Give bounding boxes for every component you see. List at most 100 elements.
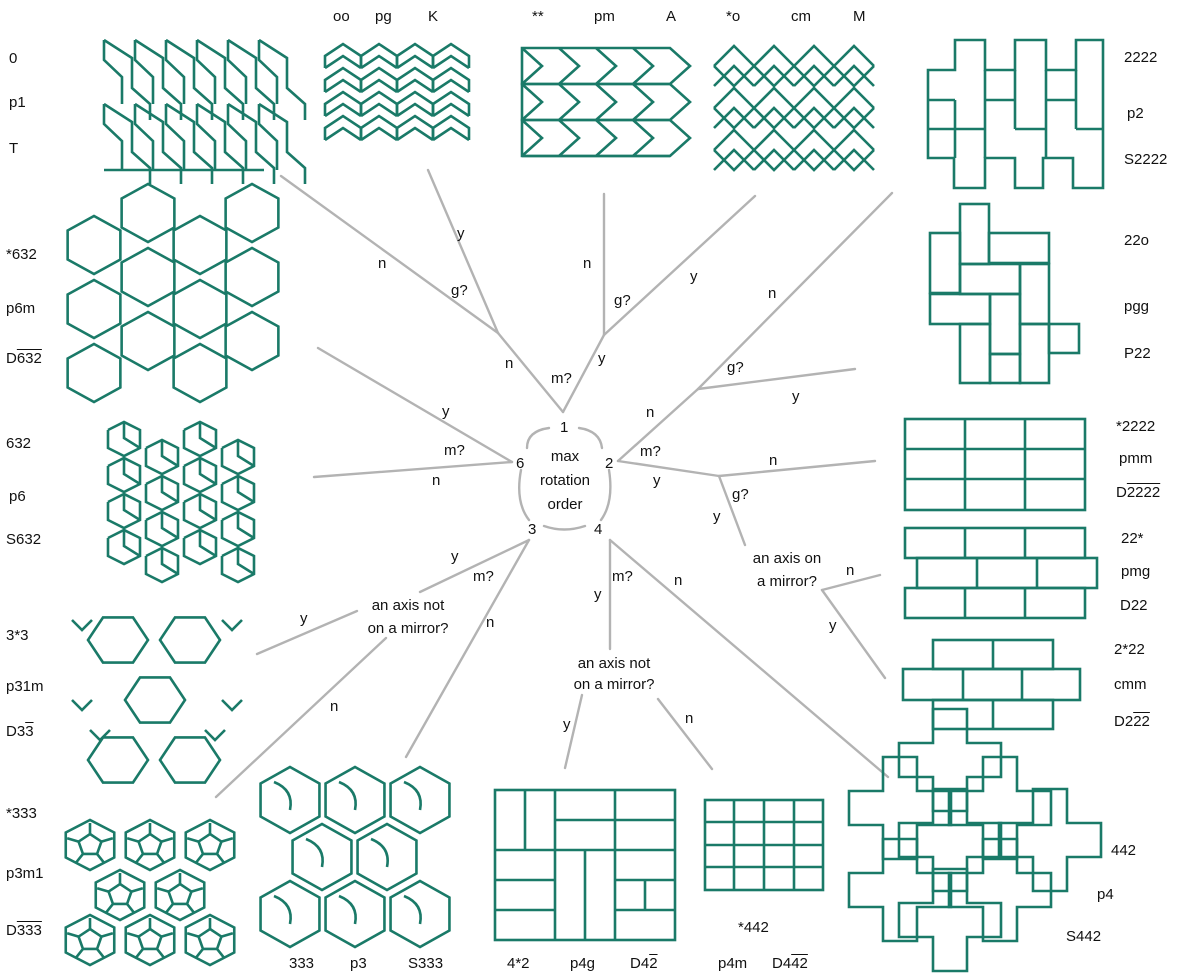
tiling-p6-segment <box>160 548 179 576</box>
tiling-p3m1-segment <box>64 818 116 872</box>
branch-lines <box>214 168 894 799</box>
tiling-p6m-segment <box>172 342 228 404</box>
tiling-pg-segment <box>360 54 398 70</box>
tiling-cm-segment <box>753 148 795 171</box>
tiling-pg-segment <box>432 102 470 118</box>
ans-y: y <box>792 388 800 405</box>
tiling-p3m1-segment <box>126 836 139 843</box>
tiling-p3-segment <box>403 780 422 811</box>
tiling-pg <box>323 42 471 142</box>
tiling-p3m1-segment <box>156 948 166 959</box>
ans-y: y <box>451 548 459 565</box>
tiling-p3m1-segment <box>156 853 166 864</box>
pgg-conway: P22 <box>1124 345 1151 362</box>
ans-y: y <box>457 225 465 242</box>
tiling-p6-segment <box>160 476 179 504</box>
q-axis-not-4-l1: an axis not <box>577 655 651 672</box>
tiling-p3m1-segment <box>216 853 226 864</box>
tiling-p3m1-segment <box>64 913 116 967</box>
tiling-cm-segment <box>713 64 755 87</box>
tiling-p3-segment <box>389 765 451 835</box>
tiling-pg-segment <box>431 90 471 116</box>
ans-n: n <box>768 285 777 302</box>
tiling-cm-segment <box>713 106 755 129</box>
tiling-cm-segment <box>793 44 835 67</box>
q-glide-1y: g? <box>614 292 631 309</box>
q-axis-not-3-l2: on a mirror? <box>367 620 449 637</box>
tiling-p3m1-segment <box>191 886 204 893</box>
tiling-p6-segment <box>122 458 141 486</box>
tiling-p6m-segment <box>120 310 176 372</box>
tilings <box>64 38 1105 973</box>
center-title-line3: order <box>547 496 583 513</box>
tiling-pmm <box>903 417 1087 512</box>
p31m-orbifold: 3*3 <box>6 627 29 644</box>
tiling-cm-segment <box>793 107 835 130</box>
tiling-p6-segment <box>236 512 255 540</box>
tiling-p6-segment <box>122 530 141 558</box>
tiling-cm-segment <box>793 149 835 172</box>
tiling-pgg <box>928 202 1081 385</box>
tiling-p6-segment <box>236 476 255 504</box>
tiling-p3m1-segment <box>74 948 84 959</box>
tiling-p3 <box>259 765 451 949</box>
tiling-p31m-segment <box>221 619 243 632</box>
tiling-p1-segment <box>134 102 183 184</box>
ans-y: y <box>598 350 606 367</box>
tiling-p3-segment <box>324 765 386 835</box>
tiling-p3m1-segment <box>164 903 174 914</box>
pmg-orbifold: 22* <box>1121 530 1144 547</box>
q-mirror-6: m? <box>444 442 465 459</box>
p4-iuc: p4 <box>1097 886 1114 903</box>
p2-conway: S2222 <box>1124 151 1168 168</box>
tiling-cm-segment <box>753 106 795 129</box>
tiling-cm-segment <box>753 149 795 172</box>
pmm-conway: D2222 <box>1116 484 1161 501</box>
p4m-iuc: p4m <box>718 955 748 972</box>
tiling-p3m1-segment <box>124 818 176 872</box>
p4-conway: S442 <box>1066 928 1102 945</box>
pg-orbifold: oo <box>333 8 350 25</box>
ans-n: n <box>583 255 592 272</box>
tiling-cm-segment <box>713 44 755 67</box>
center-title-line1: max <box>550 448 580 465</box>
tiling-p4-segment <box>947 837 1053 943</box>
q-axis-not-3-l1: an axis not <box>371 597 445 614</box>
p6m-orbifold: *632 <box>6 246 37 263</box>
q-glide-2n: g? <box>727 359 744 376</box>
tiling-cm-segment <box>753 86 795 109</box>
tiling-p3m1-segment <box>154 868 206 922</box>
q-glide-1n: g? <box>451 282 468 299</box>
tiling-p1-segment <box>165 38 214 120</box>
p6-conway: S632 <box>6 531 42 548</box>
tiling-cm-segment <box>833 64 875 87</box>
tiling-pm-segment <box>521 83 544 121</box>
tiling-p6-segment <box>236 548 255 576</box>
tiling-cm-segment <box>833 107 875 130</box>
tiling-p3m1-segment <box>104 903 114 914</box>
tiling-p1-segment <box>164 40 186 104</box>
tiling-cm-segment <box>753 44 795 67</box>
p3-conway: S333 <box>408 955 444 972</box>
tiling-p1-segment <box>195 104 217 170</box>
cm-orbifold: *o <box>726 8 741 25</box>
tiling-pm-segment <box>632 83 655 121</box>
ans-n: n <box>646 404 655 421</box>
tiling-p3m1-segment <box>161 836 174 843</box>
tiling-p2 <box>926 38 1105 190</box>
tiling-cm-segment <box>833 148 875 171</box>
tiling-p6m-segment <box>224 182 280 244</box>
tiling-p3m1-segment <box>184 913 236 967</box>
tiling-cm-segment <box>833 44 875 67</box>
tiling-p6m-segment <box>172 278 228 340</box>
tiling-p6-segment <box>198 458 217 486</box>
q-axis-on-mirror-l2: a mirror? <box>756 573 817 590</box>
tiling-cm-segment <box>793 106 835 129</box>
tiling-p4-segment <box>897 707 1003 813</box>
q-mirror-4: m? <box>612 568 633 585</box>
tiling-pm-segment <box>520 118 692 158</box>
tiling-p1-segment <box>103 102 152 184</box>
ans-y: y <box>563 716 571 733</box>
ans-y: y <box>690 268 698 285</box>
tiling-p1-segment <box>226 104 248 170</box>
